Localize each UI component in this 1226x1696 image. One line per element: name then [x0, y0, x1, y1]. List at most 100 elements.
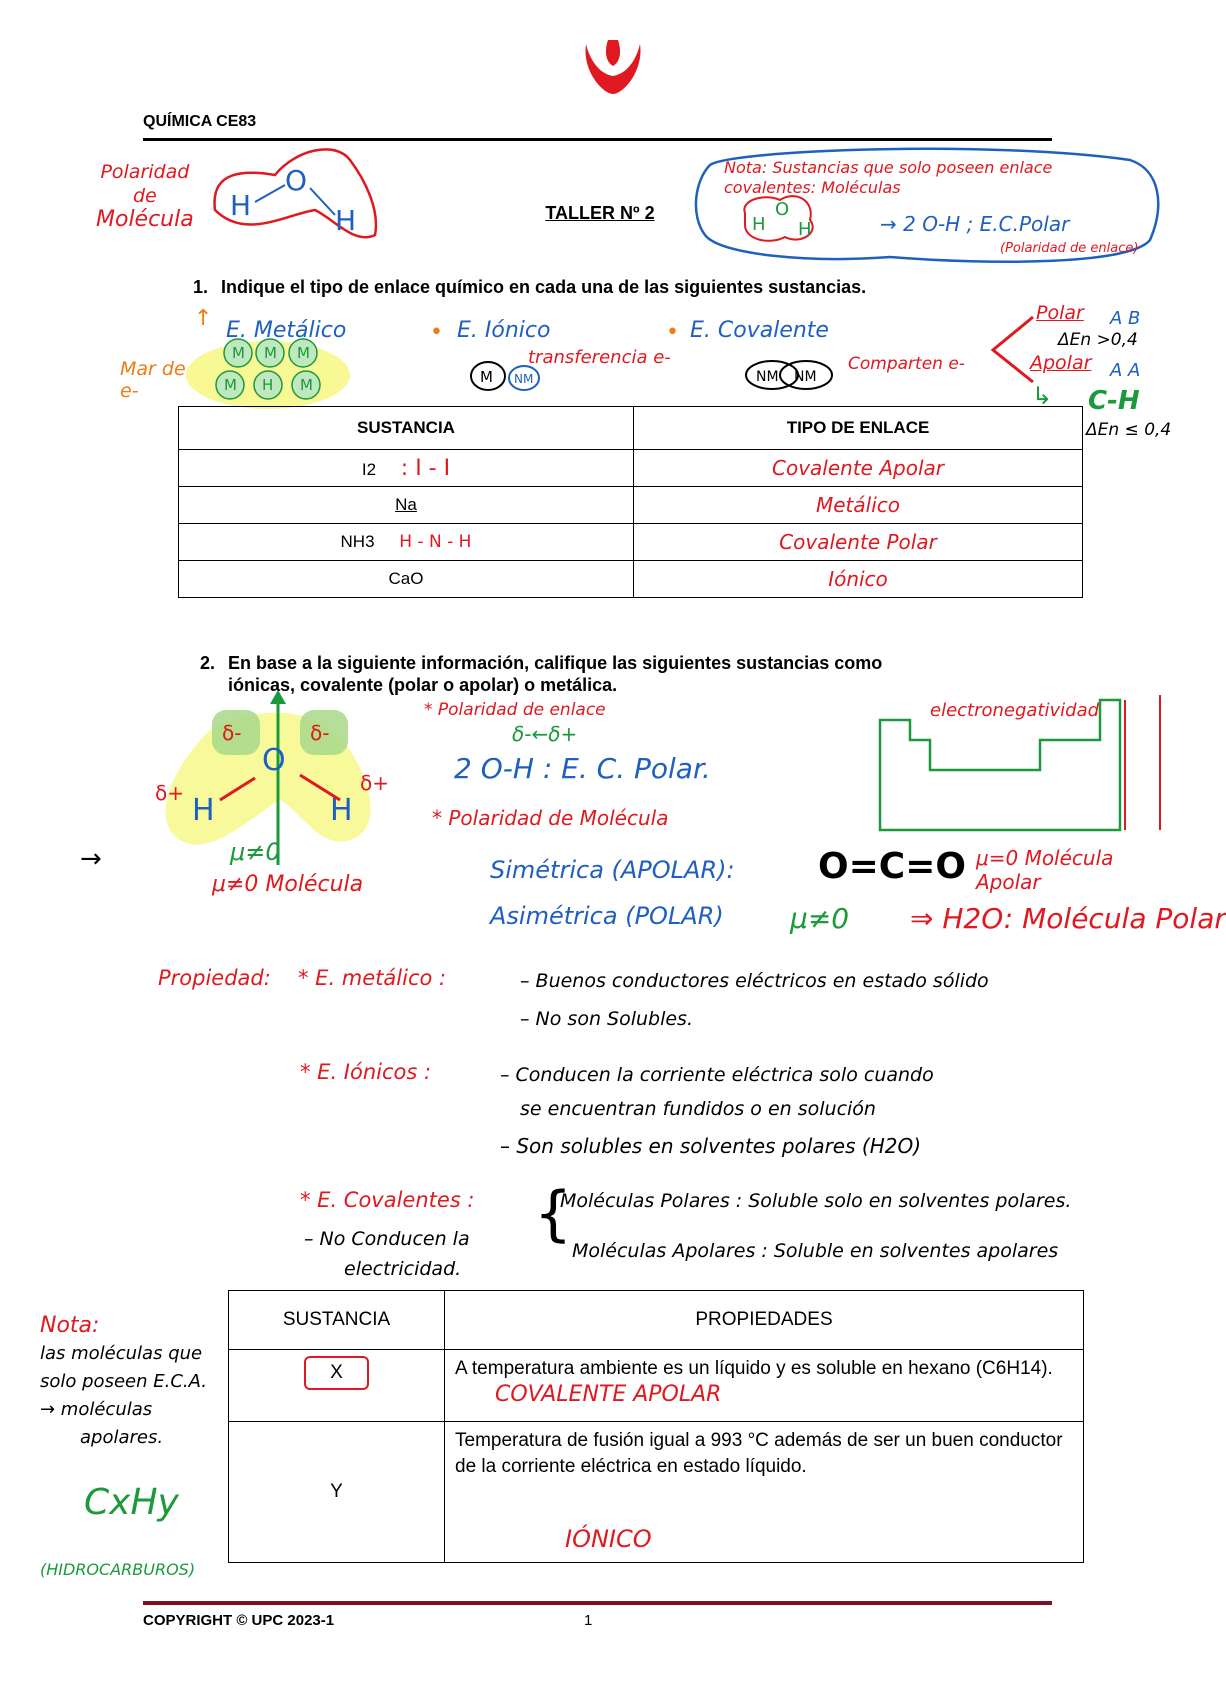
- question-2: 2.En base a la siguiente información, ca…: [200, 652, 882, 696]
- svg-text:M: M: [232, 344, 245, 362]
- ionic-sketch: M NM: [470, 361, 540, 391]
- label-transferencia: transferencia e-: [528, 347, 671, 368]
- nota-oh: → 2 O-H ; E.C.Polar: [880, 212, 1070, 236]
- svg-text:H: H: [262, 376, 273, 394]
- question-1-number: 1.: [193, 277, 209, 297]
- polar-bracket: [990, 315, 1034, 384]
- arrow-apolar: ↳: [1032, 382, 1053, 410]
- nota-body: Nota: Sustancias que solo poseen enlace …: [724, 158, 1053, 197]
- col-header-sustancia-2: SUSTANCIA: [228, 1290, 445, 1350]
- answer-cell: IÓNICO: [565, 1525, 652, 1553]
- polaridad-line1: Polaridad: [100, 161, 190, 183]
- substance-cell: I2: [361, 459, 377, 479]
- arrow-up-metalico: ↑: [194, 306, 213, 331]
- polaridad-note: Polaridad de Molécula: [96, 160, 194, 232]
- table-row: NH3 H - N - H Covalente Polar: [178, 523, 1083, 561]
- label-mu-not: μ≠0: [790, 902, 850, 935]
- label-polar: Polar: [1036, 302, 1084, 324]
- upc-logo: [585, 40, 641, 94]
- periodic-table-sketch: [878, 695, 1161, 832]
- svg-text:M: M: [224, 376, 237, 394]
- col-header-sustancia: SUSTANCIA: [178, 406, 634, 450]
- label-h2o-polar: ⇒ H2O: Molécula Polar: [910, 902, 1226, 935]
- water-molecule-sketch: H O H: [213, 148, 378, 239]
- substance-cell: NH3: [340, 532, 375, 551]
- prop-ionico-2: se encuentran fundidos o en solución: [520, 1098, 876, 1120]
- copyright: COPYRIGHT © UPC 2023-1: [143, 1612, 335, 1629]
- answer-cell: COVALENTE APOLAR: [495, 1382, 722, 1407]
- table-row: Y Temperatura de fusión igual a 993 °C a…: [228, 1421, 1084, 1563]
- label-mar: Mar de e-: [120, 358, 186, 402]
- svg-text:H: H: [192, 793, 215, 828]
- svg-text:δ-: δ-: [310, 721, 329, 745]
- table-row: CaO Iónico: [178, 560, 1083, 598]
- page-number: 1: [584, 1612, 593, 1629]
- prop-covalentes-bracket: {: [534, 1179, 573, 1249]
- property-text: A temperatura ambiente es un líquido y e…: [455, 1358, 1053, 1379]
- label-delta-arrow: δ-←δ+: [512, 722, 578, 746]
- substance-cell: CaO: [388, 569, 424, 588]
- label-e-covalente: E. Covalente: [690, 318, 829, 343]
- label-aa: A A: [1110, 360, 1141, 381]
- label-mu-zero: μ=0 Molécula Apolar: [976, 846, 1114, 894]
- svg-text:H: H: [330, 793, 353, 828]
- question-1-text: Indique el tipo de enlace químico en cad…: [221, 277, 867, 297]
- bond-type-table: SUSTANCIA TIPO DE ENLACE I2 : I - I Cova…: [178, 406, 1083, 598]
- svg-text:M: M: [480, 368, 493, 386]
- arrow-left-margin: →: [80, 844, 102, 874]
- svg-text:δ+: δ+: [155, 781, 184, 805]
- svg-text:M: M: [300, 376, 313, 394]
- label-oh-polar: 2 O-H : E. C. Polar.: [454, 752, 711, 785]
- label-ab: A B: [1110, 308, 1141, 329]
- prop-covalentes-a: – No Conducen la: [304, 1228, 470, 1250]
- side-note-hidrocarburos: (HIDROCARBUROS): [40, 1560, 196, 1579]
- prop-covalentes-2: Moléculas Apolares : Soluble en solvente…: [572, 1240, 1059, 1262]
- svg-text:δ-: δ-: [222, 721, 241, 745]
- question-2-line1: En base a la siguiente información, cali…: [228, 653, 883, 673]
- label-e-ionico-prop: * E. Iónicos :: [300, 1060, 432, 1084]
- label-mu-molecula: μ≠0: [230, 838, 281, 866]
- svg-text:M: M: [264, 344, 277, 362]
- label-oco: O=C=O: [818, 846, 966, 887]
- nota-cloud: H O H: [694, 147, 1160, 263]
- table-header-row: SUSTANCIA TIPO DE ENLACE: [178, 406, 1083, 450]
- svg-text:H: H: [335, 204, 356, 237]
- property-text: Temperatura de fusión igual a 993 °C ade…: [455, 1430, 1063, 1477]
- bullet-covalente: •: [666, 320, 679, 345]
- label-polaridad-enlace: * Polaridad de enlace: [424, 700, 606, 720]
- label-propiedad: Propiedad:: [158, 966, 271, 990]
- covalent-sketch: NM NM: [745, 360, 833, 390]
- polaridad-line3: Molécula: [96, 207, 194, 232]
- substance-cell: X: [304, 1356, 369, 1390]
- prop-ionico-3: – Son solubles en solventes polares (H2O…: [500, 1134, 921, 1158]
- side-note-formula: CxHy: [84, 1482, 179, 1523]
- side-note-l5: apolares.: [80, 1427, 164, 1448]
- answer-cell: Metálico: [815, 493, 900, 517]
- table-header-row: SUSTANCIA PROPIEDADES: [228, 1290, 1084, 1350]
- svg-text:H: H: [798, 219, 812, 240]
- table-row: Na Metálico: [178, 486, 1083, 524]
- row-note: H - N - H: [399, 532, 472, 552]
- label-electronegatividad: electronegatividad: [930, 700, 1100, 721]
- label-comparten: Comparten e-: [848, 354, 965, 374]
- properties-table: SUSTANCIA PROPIEDADES X A temperatura am…: [228, 1290, 1084, 1563]
- label-asimetrica: Asimétrica (POLAR): [490, 902, 724, 930]
- svg-text:O: O: [262, 743, 286, 778]
- answer-cell: Covalente Apolar: [772, 456, 944, 480]
- table-row: I2 : I - I Covalente Apolar: [178, 449, 1083, 487]
- question-2-line2: iónicas, covalente (polar o apolar) o me…: [228, 675, 618, 695]
- polaridad-line2: de: [132, 185, 157, 207]
- question-1: 1. Indique el tipo de enlace químico en c…: [193, 276, 866, 298]
- prop-covalentes-b: electricidad.: [344, 1258, 462, 1280]
- answer-cell: Covalente Polar: [779, 530, 937, 554]
- answer-cell: Iónico: [828, 567, 888, 591]
- label-e-metalico: E. Metálico: [226, 318, 347, 343]
- row-note: : I - I: [400, 455, 451, 481]
- side-note-l1: Nota:: [40, 1313, 100, 1338]
- substance-cell: Y: [330, 1481, 343, 1502]
- col-header-tipo-enlace: TIPO DE ENLACE: [633, 406, 1083, 450]
- prop-covalentes-1: Moléculas Polares : Soluble solo en solv…: [560, 1190, 1072, 1212]
- page-title: TALLER Nº 2: [545, 203, 655, 223]
- label-ch: C-H: [1088, 386, 1140, 416]
